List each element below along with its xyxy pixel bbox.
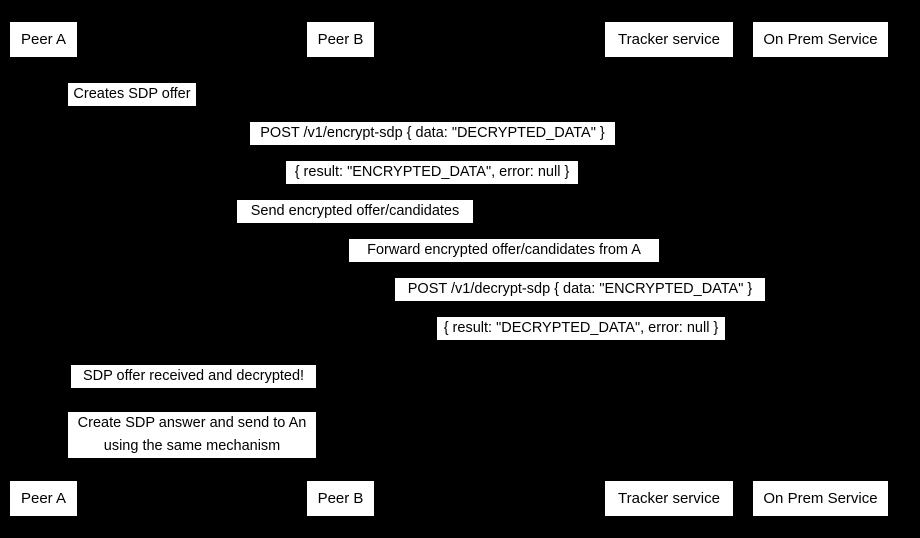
participant-label: On Prem Service: [763, 490, 878, 507]
message-text-line-1: Create SDP answer and send to An: [77, 415, 307, 431]
message-text-line-2: using the same mechanism: [103, 438, 281, 454]
participant-label: Peer B: [317, 490, 364, 507]
participant-label: On Prem Service: [763, 31, 878, 48]
participant-box-tracker-service-bottom[interactable]: Tracker service: [605, 481, 733, 516]
participant-label: Peer A: [20, 31, 67, 48]
message-label-sdp-offer-received[interactable]: SDP offer received and decrypted!: [71, 365, 316, 388]
participant-box-on-prem-service-top[interactable]: On Prem Service: [753, 22, 888, 57]
message-label-send-encrypted-offer[interactable]: Send encrypted offer/candidates: [237, 200, 473, 223]
participant-box-peer-a-bottom[interactable]: Peer A: [10, 481, 77, 516]
message-text: POST /v1/decrypt-sdp { data: "ENCRYPTED_…: [407, 281, 753, 297]
participant-box-peer-a-top[interactable]: Peer A: [10, 22, 77, 57]
message-text: SDP offer received and decrypted!: [82, 368, 305, 384]
participant-label: Tracker service: [618, 490, 720, 507]
message-text: { result: "DECRYPTED_DATA", error: null …: [443, 320, 719, 336]
message-label-creates-sdp-offer[interactable]: Creates SDP offer: [68, 83, 196, 106]
message-text: Forward encrypted offer/candidates from …: [367, 242, 641, 258]
message-label-post-decrypt-sdp[interactable]: POST /v1/decrypt-sdp { data: "ENCRYPTED_…: [395, 278, 765, 301]
participant-box-peer-b-top[interactable]: Peer B: [307, 22, 374, 57]
message-label-encrypt-sdp-result[interactable]: { result: "ENCRYPTED_DATA", error: null …: [286, 161, 578, 184]
participant-box-on-prem-service-bottom[interactable]: On Prem Service: [753, 481, 888, 516]
participant-label: Peer A: [20, 490, 67, 507]
message-label-forward-encrypted-offer[interactable]: Forward encrypted offer/candidates from …: [349, 239, 659, 262]
message-label-post-encrypt-sdp[interactable]: POST /v1/encrypt-sdp { data: "DECRYPTED_…: [250, 122, 615, 145]
message-text: Send encrypted offer/candidates: [250, 203, 460, 219]
message-label-decrypt-sdp-result[interactable]: { result: "DECRYPTED_DATA", error: null …: [437, 317, 725, 340]
participant-box-tracker-service-top[interactable]: Tracker service: [605, 22, 733, 57]
participant-label: Peer B: [317, 31, 364, 48]
participant-label: Tracker service: [618, 31, 720, 48]
message-text: { result: "ENCRYPTED_DATA", error: null …: [294, 164, 570, 180]
message-text: Creates SDP offer: [73, 86, 191, 102]
message-label-create-sdp-answer[interactable]: Create SDP answer and send to An using t…: [68, 412, 316, 458]
participant-box-peer-b-bottom[interactable]: Peer B: [307, 481, 374, 516]
message-text: POST /v1/encrypt-sdp { data: "DECRYPTED_…: [260, 125, 605, 141]
